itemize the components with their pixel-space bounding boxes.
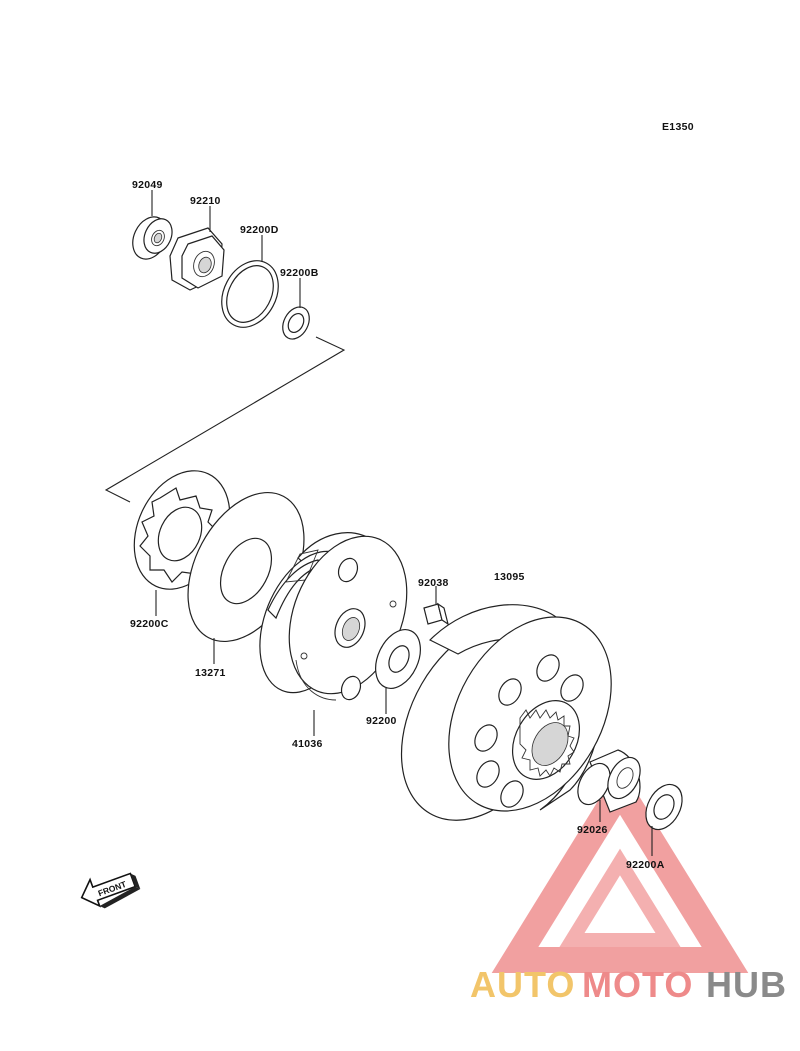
- label-92210: 92210: [190, 195, 221, 207]
- part-92038-key: [423, 602, 449, 626]
- part-92210-nut: [169, 227, 225, 291]
- label-92200D: 92200D: [240, 224, 279, 236]
- front-arrow-icon: FRONT: [80, 872, 141, 909]
- label-13271: 13271: [195, 667, 226, 679]
- label-92200A: 92200A: [626, 859, 665, 871]
- watermark-word-auto: AUTO: [470, 964, 575, 1005]
- part-92200-washer: [375, 629, 421, 689]
- part-41036-clutch-shoe: [259, 532, 408, 701]
- part-13095-drum: [400, 604, 612, 821]
- label-92200: 92200: [366, 715, 397, 727]
- label-41036: 41036: [292, 738, 323, 750]
- label-92038: 92038: [418, 577, 449, 589]
- part-92026-collar: [577, 749, 641, 813]
- label-92026: 92026: [577, 824, 608, 836]
- watermark-word-moto: MOTO: [582, 964, 693, 1005]
- label-92200C: 92200C: [130, 618, 169, 630]
- diagram-code: E1350: [662, 121, 694, 133]
- label-92200B: 92200B: [280, 267, 319, 279]
- part-92200D-washer: [221, 260, 279, 328]
- watermark-logo: AUTO MOTO HUB: [470, 964, 787, 1005]
- part-92200A-washer: [645, 783, 683, 831]
- assembly-line: [104, 336, 346, 503]
- part-92049-cap: [132, 216, 173, 260]
- label-92049: 92049: [132, 179, 163, 191]
- watermark-triangle-icon: [491, 765, 749, 973]
- leader-lines: [151, 190, 653, 856]
- label-13095: 13095: [494, 571, 525, 583]
- part-92200B-washer: [282, 306, 310, 340]
- watermark-word-hub: HUB: [706, 964, 787, 1005]
